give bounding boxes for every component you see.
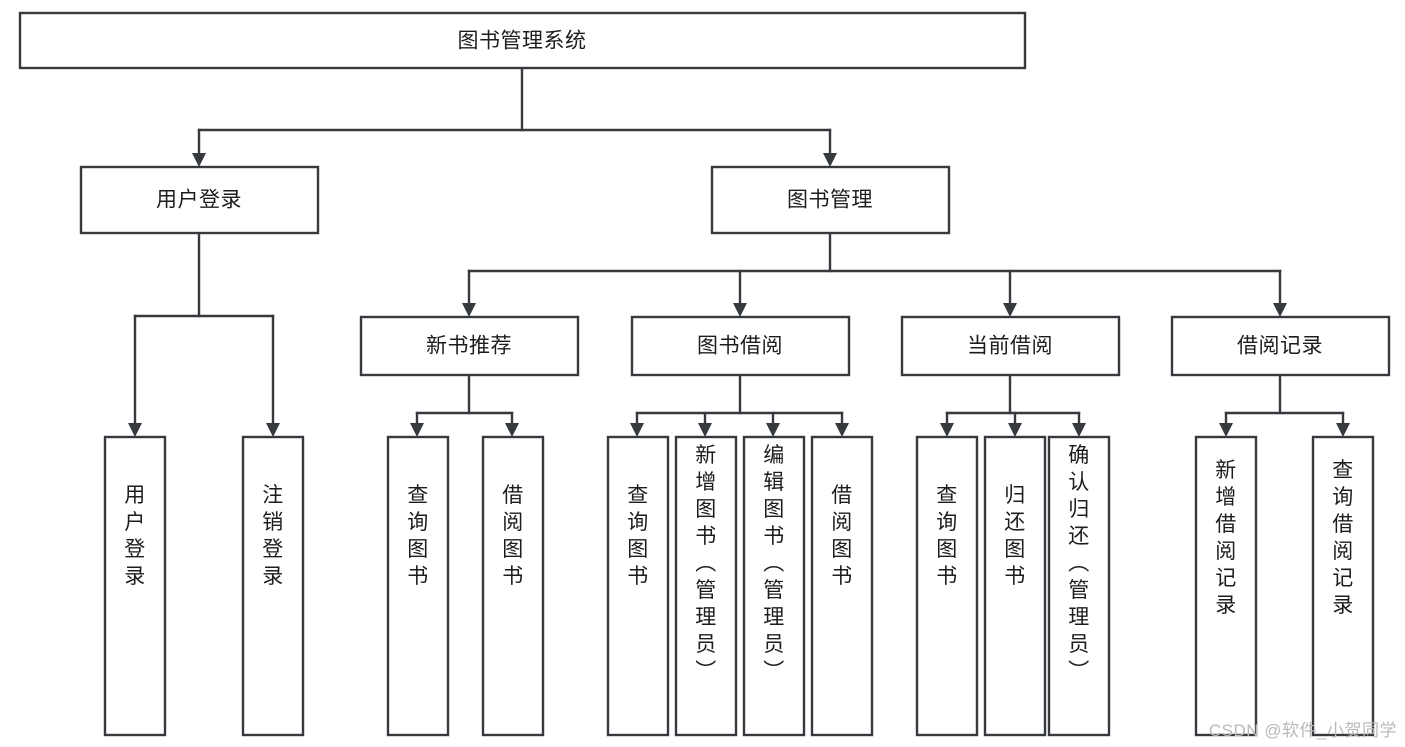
node-leaf-query-book-1-label: 查询图书 xyxy=(407,484,429,588)
node-leaf-edit-book-box[interactable] xyxy=(742,435,806,737)
arrowhead-leaf-return-book xyxy=(1008,423,1022,437)
node-book-manage[interactable]: 图书管理 xyxy=(710,165,951,235)
node-user-login[interactable]: 用户登录 xyxy=(79,165,320,235)
node-leaf-query-book-2[interactable]: 查询图书 xyxy=(606,435,670,737)
arrowhead-book-manage xyxy=(823,153,837,167)
arrowhead-leaf-borrow-book-2 xyxy=(835,423,849,437)
node-leaf-query-book-1-box[interactable] xyxy=(386,435,450,737)
arrowhead-borrow-record xyxy=(1273,303,1287,317)
node-leaf-return-book[interactable]: 归还图书 xyxy=(983,435,1047,737)
node-book-borrow-box[interactable] xyxy=(630,315,851,377)
arrowhead-leaf-query-book-3 xyxy=(940,423,954,437)
arrowhead-leaf-add-book xyxy=(698,423,712,437)
node-leaf-query-book-1[interactable]: 查询图书 xyxy=(386,435,450,737)
node-leaf-query-book-2-label: 查询图书 xyxy=(627,484,649,588)
node-leaf-confirm-return[interactable]: 确认归还︵管理员︶ xyxy=(1047,435,1111,737)
arrowhead-leaf-query-book-1 xyxy=(410,423,424,437)
node-leaf-edit-book-label: 编辑图书︵管理员︶ xyxy=(763,444,785,683)
arrowhead-leaf-query-record xyxy=(1336,423,1350,437)
node-book-borrow[interactable]: 图书借阅 xyxy=(630,315,851,377)
node-leaf-query-book-3-label: 查询图书 xyxy=(936,484,958,588)
node-leaf-add-book[interactable]: 新增图书︵管理员︶ xyxy=(674,435,738,737)
node-book-manage-label: 图书管理 xyxy=(787,189,873,212)
arrowhead-leaf-confirm-return xyxy=(1072,423,1086,437)
node-leaf-logout-login[interactable]: 注销登录 xyxy=(241,435,305,737)
node-leaf-borrow-book-1-label: 借阅图书 xyxy=(502,484,524,588)
node-root[interactable]: 图书管理系统 xyxy=(18,11,1027,70)
node-leaf-add-record[interactable]: 新增借阅记录 xyxy=(1194,435,1258,737)
node-borrow-record[interactable]: 借阅记录 xyxy=(1170,315,1391,377)
node-book-borrow-label: 图书借阅 xyxy=(697,335,783,358)
node-leaf-query-book-3-box[interactable] xyxy=(915,435,979,737)
node-leaf-confirm-return-box[interactable] xyxy=(1047,435,1111,737)
node-root-box[interactable] xyxy=(18,11,1027,70)
arrowhead-leaf-borrow-book-1 xyxy=(505,423,519,437)
arrowhead-current-borrow xyxy=(1003,303,1017,317)
node-borrow-record-label: 借阅记录 xyxy=(1237,335,1323,358)
arrowhead-leaf-edit-book xyxy=(766,423,780,437)
csdn-watermark: CSDN @软件_小贺同学 xyxy=(1208,721,1397,740)
node-leaf-borrow-book-2-label: 借阅图书 xyxy=(831,484,853,588)
node-leaf-edit-book[interactable]: 编辑图书︵管理员︶ xyxy=(742,435,806,737)
arrowhead-new-book-recommend xyxy=(462,303,476,317)
node-leaf-borrow-book-2-box[interactable] xyxy=(810,435,874,737)
node-leaf-user-login-box[interactable] xyxy=(103,435,167,737)
node-leaf-query-book-2-box[interactable] xyxy=(606,435,670,737)
node-leaf-query-record[interactable]: 查询借阅记录 xyxy=(1311,435,1375,737)
node-leaf-user-login[interactable]: 用户登录 xyxy=(103,435,167,737)
node-user-login-label: 用户登录 xyxy=(156,189,242,212)
node-current-borrow-box[interactable] xyxy=(900,315,1121,377)
arrowhead-leaf-add-record xyxy=(1219,423,1233,437)
node-leaf-logout-login-box[interactable] xyxy=(241,435,305,737)
node-leaf-return-book-box[interactable] xyxy=(983,435,1047,737)
node-book-manage-box[interactable] xyxy=(710,165,951,235)
node-leaf-add-book-label: 新增图书︵管理员︶ xyxy=(695,444,717,683)
node-leaf-confirm-return-label: 确认归还︵管理员︶ xyxy=(1068,444,1090,683)
node-current-borrow-label: 当前借阅 xyxy=(967,335,1053,358)
node-leaf-borrow-book-2[interactable]: 借阅图书 xyxy=(810,435,874,737)
node-new-book-recommend[interactable]: 新书推荐 xyxy=(359,315,580,377)
arrowhead-leaf-user-login xyxy=(128,423,142,437)
node-leaf-logout-login-label: 注销登录 xyxy=(262,484,284,588)
node-user-login-box[interactable] xyxy=(79,165,320,235)
node-leaf-add-record-box[interactable] xyxy=(1194,435,1258,737)
node-borrow-record-box[interactable] xyxy=(1170,315,1391,377)
arrowhead-leaf-logout-login xyxy=(266,423,280,437)
node-new-book-recommend-label: 新书推荐 xyxy=(426,335,512,358)
node-leaf-borrow-book-1[interactable]: 借阅图书 xyxy=(481,435,545,737)
node-leaf-return-book-label: 归还图书 xyxy=(1004,484,1026,588)
node-root-label: 图书管理系统 xyxy=(458,30,587,53)
node-leaf-borrow-book-1-box[interactable] xyxy=(481,435,545,737)
node-leaf-user-login-label: 用户登录 xyxy=(124,484,146,588)
arrowhead-user-login xyxy=(192,153,206,167)
arrowhead-leaf-query-book-2 xyxy=(630,423,644,437)
node-leaf-query-record-label: 查询借阅记录 xyxy=(1332,459,1354,617)
node-leaf-add-book-box[interactable] xyxy=(674,435,738,737)
node-leaf-query-book-3[interactable]: 查询图书 xyxy=(915,435,979,737)
node-current-borrow[interactable]: 当前借阅 xyxy=(900,315,1121,377)
node-leaf-add-record-label: 新增借阅记录 xyxy=(1215,459,1237,617)
node-new-book-recommend-box[interactable] xyxy=(359,315,580,377)
arrowhead-book-borrow xyxy=(733,303,747,317)
connector-layer xyxy=(128,66,1350,437)
node-leaf-query-record-box[interactable] xyxy=(1311,435,1375,737)
